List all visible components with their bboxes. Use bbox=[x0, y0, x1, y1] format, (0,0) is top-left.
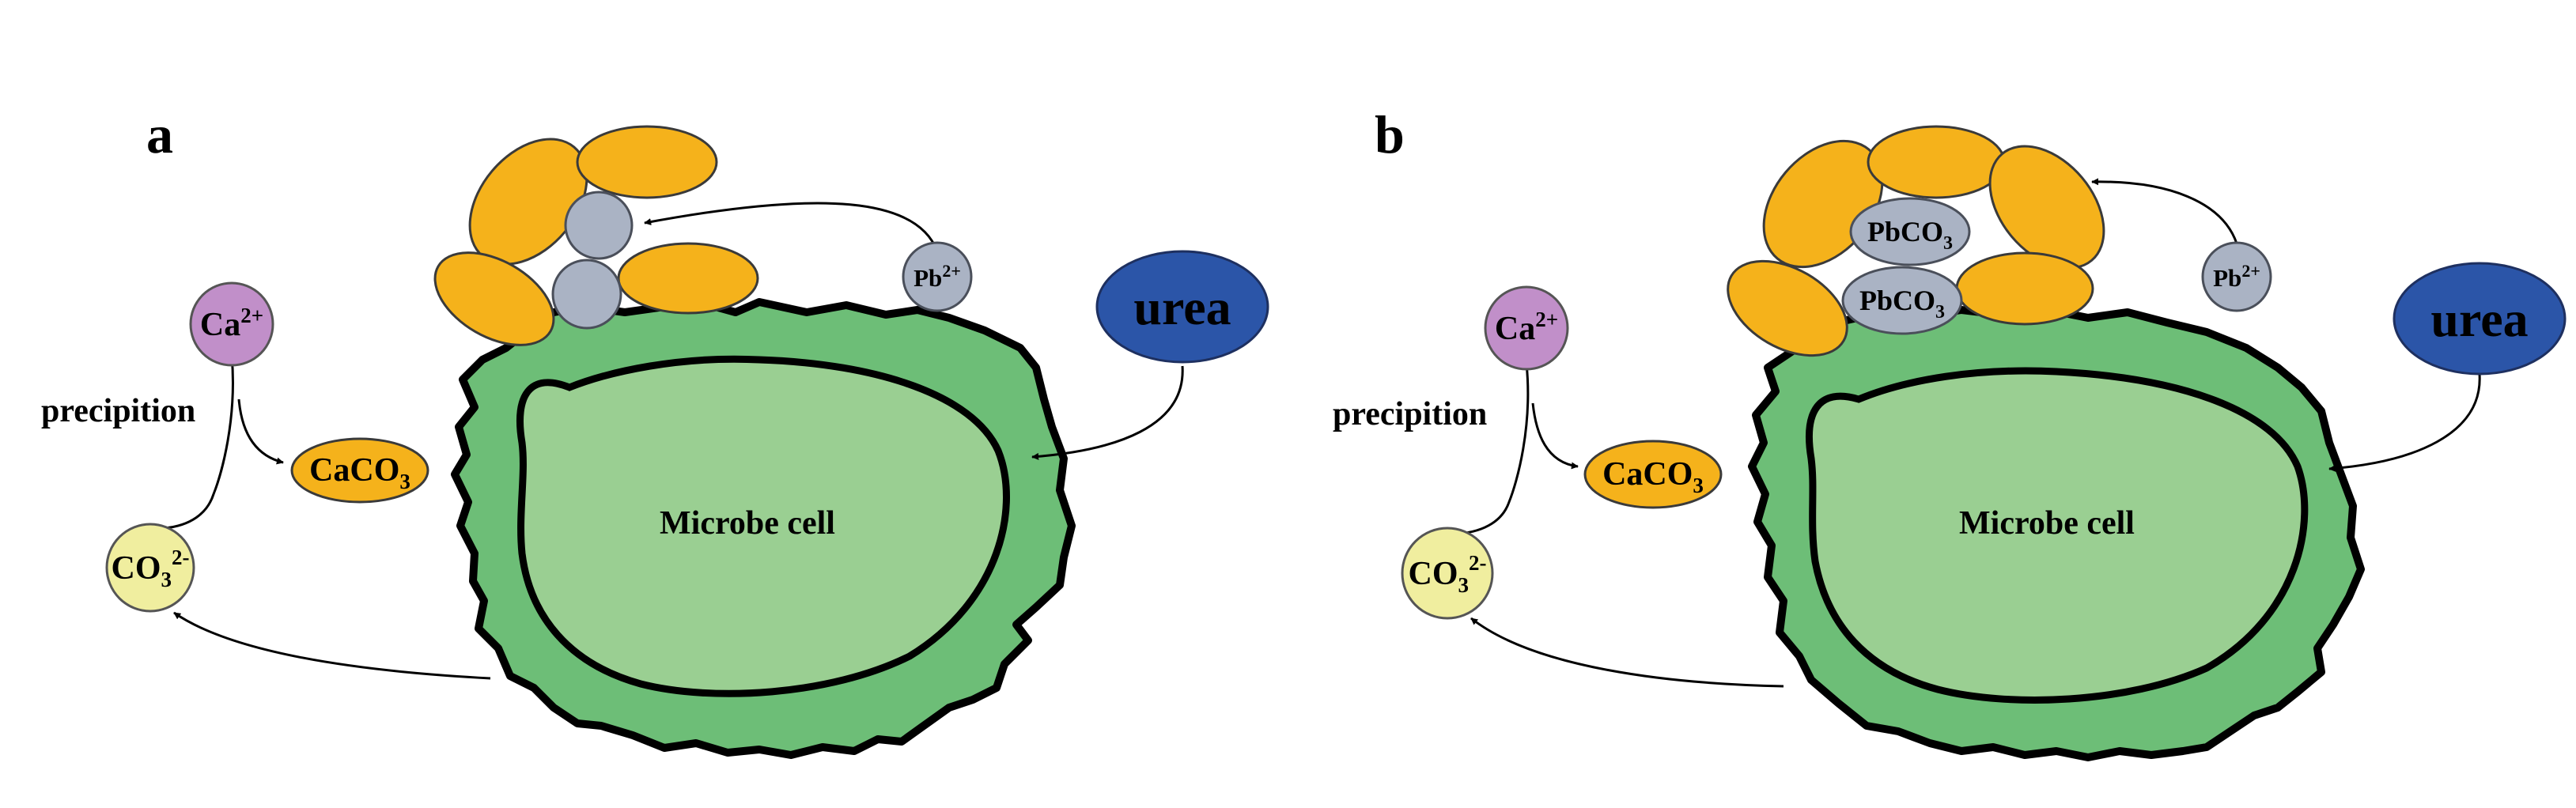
caco3-crystal-a2 bbox=[576, 125, 718, 199]
urea-label-a: urea bbox=[1133, 279, 1231, 335]
pbco3-precipitate-b2 bbox=[1841, 266, 1963, 335]
precipitation-label-a: precipition bbox=[41, 393, 195, 429]
co3-ion-label-a: CO32- bbox=[112, 546, 190, 591]
panel-label-b: b bbox=[1375, 104, 1405, 164]
caco3-label-b: CaCO3 bbox=[1602, 456, 1704, 497]
pbco3-precipitate-b1 bbox=[1849, 197, 1971, 266]
ca-ion-label-b: Ca2+ bbox=[1495, 308, 1558, 347]
ca-ion-a bbox=[189, 281, 274, 367]
arrow-to-caco3-b bbox=[1531, 402, 1579, 470]
panel-a: a Microbe cell Pb2+ urea Ca2+ precipit bbox=[41, 104, 1269, 759]
pb-ion-a bbox=[902, 241, 973, 312]
pb-binding-site-a2 bbox=[551, 259, 622, 330]
pb-ion-label-b: Pb2+ bbox=[2213, 261, 2260, 292]
arrow-pb-to-site-a bbox=[644, 202, 939, 252]
arrow-cell-to-co3-a bbox=[173, 611, 491, 680]
urea-molecule-b bbox=[2393, 262, 2567, 376]
pb-ion-label-a: Pb2+ bbox=[914, 261, 961, 292]
precipitation-line-a bbox=[164, 355, 234, 530]
crystal-b5 bbox=[1955, 251, 2094, 326]
caco3-crystal-a3 bbox=[433, 251, 555, 346]
arrow-urea-to-cell-b bbox=[2328, 373, 2481, 472]
arrow-urea-to-cell-a bbox=[1031, 365, 1184, 460]
cell-label-b: Microbe cell bbox=[1959, 505, 2135, 542]
pb-ion-b bbox=[2201, 241, 2272, 312]
ca-ion-label-a: Ca2+ bbox=[200, 304, 263, 343]
pbco3-label-b1: PbCO3 bbox=[1867, 216, 1953, 254]
precipitation-label-b: precipition bbox=[1333, 396, 1487, 432]
crystal-b3 bbox=[1988, 145, 2105, 270]
arrow-pb-to-cluster-b bbox=[2091, 178, 2238, 244]
panel-label-a: a bbox=[146, 104, 173, 164]
co3-ion-a bbox=[105, 523, 195, 613]
panel-b: b Microbe cell PbCO3 PbCO3 Pb2+ urea bbox=[1333, 104, 2567, 761]
caco3-label-a: CaCO3 bbox=[309, 452, 410, 493]
co3-ion-label-b: CO32- bbox=[1409, 551, 1487, 597]
caco3-product-b bbox=[1583, 440, 1723, 509]
co3-ion-b bbox=[1401, 527, 1494, 620]
crystal-b2 bbox=[1867, 125, 2006, 199]
pb-binding-site-a1 bbox=[564, 191, 634, 260]
precipitation-line-b bbox=[1458, 363, 1530, 535]
arrow-cell-to-co3-b bbox=[1470, 617, 1784, 688]
urea-label-b: urea bbox=[2430, 291, 2528, 347]
urea-molecule-a bbox=[1095, 250, 1269, 364]
caco3-crystal-a4 bbox=[617, 242, 759, 315]
pbco3-label-b2: PbCO3 bbox=[1859, 285, 1945, 323]
arrow-to-caco3-a bbox=[237, 398, 284, 465]
cell-inner-b bbox=[1806, 367, 2309, 704]
cell-inner-a bbox=[516, 355, 1010, 697]
caco3-product-a bbox=[290, 437, 429, 504]
crystal-b4 bbox=[1727, 259, 1848, 357]
cell-label-a: Microbe cell bbox=[660, 505, 835, 542]
ca-ion-b bbox=[1484, 285, 1569, 371]
